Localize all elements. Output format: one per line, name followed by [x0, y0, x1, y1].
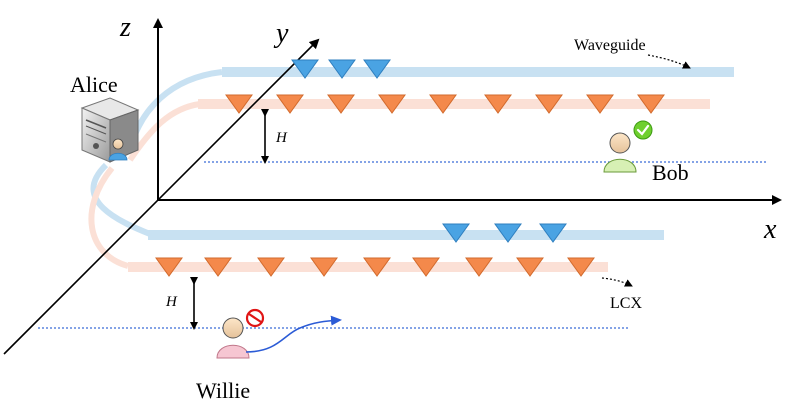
bob-person-icon [603, 132, 637, 173]
lcx-upper-slots [225, 94, 665, 114]
lcx-feed-cable-lower [88, 166, 129, 269]
waveguide-label: Waveguide [574, 37, 646, 54]
waveguide-lower [148, 230, 664, 240]
axis-label-y: y [273, 18, 289, 49]
lcx-pointer [601, 277, 633, 287]
lcx-lower [128, 262, 608, 272]
check-badge-icon [633, 120, 653, 140]
node-label-alice: Alice [70, 72, 118, 97]
willie-motion-arrow [245, 315, 342, 353]
waveguide-upper [222, 67, 734, 77]
node-label-willie: Willie [196, 378, 250, 403]
axis-label-z: z [119, 12, 131, 43]
height-label-upper: H [275, 130, 288, 146]
lcx-lower-slots [155, 257, 595, 277]
waveguide-feed-cable-lower [90, 162, 152, 237]
node-label-bob: Bob [652, 160, 689, 185]
waveguide-pointer [647, 54, 691, 69]
axis-label-x: x [763, 214, 777, 245]
prohibited-badge-icon [245, 308, 265, 328]
height-label-lower: H [165, 294, 178, 310]
lcx-label: LCX [610, 295, 642, 312]
lcx-feed-cable-upper [127, 101, 201, 162]
server-icon [80, 97, 140, 163]
willie-person-icon [216, 317, 250, 359]
lcx-upper [198, 99, 710, 109]
waveguide-lower-slots [442, 223, 567, 243]
y-axis [3, 38, 320, 355]
waveguide-upper-slots [291, 59, 391, 79]
